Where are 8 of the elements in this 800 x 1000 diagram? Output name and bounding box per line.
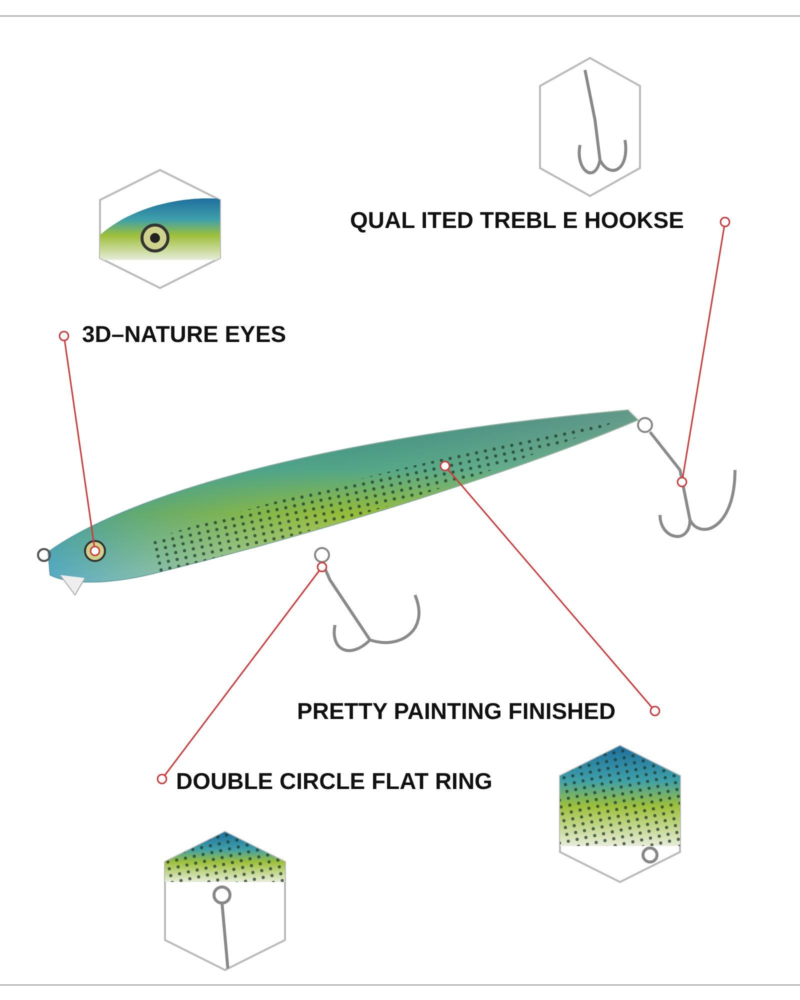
leader-line: [156, 562, 328, 784]
leader-line: [58, 330, 100, 556]
feature-label: QUAL ITED TREBL E HOOKSE: [350, 206, 684, 234]
feature-label: 3D–NATURE EYES: [82, 320, 286, 348]
leader-line: [440, 460, 660, 716]
leader-line: [676, 216, 730, 488]
feature-label: DOUBLE CIRCLE FLAT RING: [176, 767, 492, 795]
feature-label: PRETTY PAINTING FINISHED: [297, 697, 616, 725]
